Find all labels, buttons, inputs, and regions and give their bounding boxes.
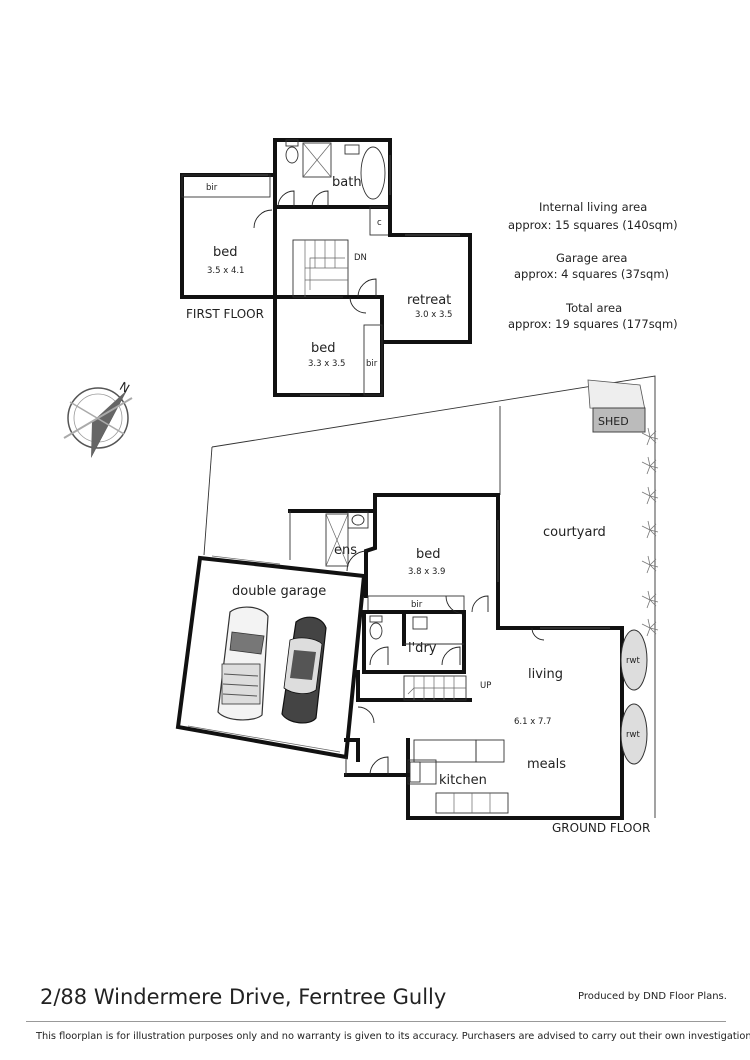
total-area-value: approx: 19 squares (177sqm) bbox=[508, 317, 678, 331]
car-icon-right bbox=[281, 616, 327, 724]
first-floor-plan bbox=[180, 138, 472, 397]
double-garage-label: double garage bbox=[232, 584, 326, 599]
ground-floor-plan bbox=[175, 375, 659, 820]
rwt-label-2: rwt bbox=[626, 730, 640, 740]
stairs-up-label: UP bbox=[480, 681, 491, 691]
total-area-label: Total area bbox=[565, 301, 622, 315]
meals-label: meals bbox=[527, 757, 566, 772]
disclaimer-text: This floorplan is for illustration purpo… bbox=[36, 1031, 750, 1042]
bed2-label: bed bbox=[311, 341, 336, 356]
bir-label-upper: bir bbox=[206, 183, 218, 193]
bir-label-bed2: bir bbox=[366, 359, 378, 369]
internal-area-value: approx: 15 squares (140sqm) bbox=[508, 218, 678, 232]
car-icon-left bbox=[217, 606, 269, 721]
retreat-dims: 3.0 x 3.5 bbox=[415, 310, 452, 320]
kitchen-label: kitchen bbox=[439, 773, 487, 788]
rwt-label-1: rwt bbox=[626, 656, 640, 666]
footer-divider bbox=[26, 1021, 726, 1022]
ground-floor-title: GROUND FLOOR bbox=[552, 821, 650, 835]
ground-bed-label: bed bbox=[416, 547, 441, 562]
bed1-dims: 3.5 x 4.1 bbox=[207, 266, 244, 276]
garage-area-value: approx: 4 squares (37sqm) bbox=[514, 267, 669, 281]
bed2-dims: 3.3 x 3.5 bbox=[308, 359, 345, 369]
internal-area-label: Internal living area bbox=[539, 200, 647, 214]
ground-bed-dims: 3.8 x 3.9 bbox=[408, 567, 445, 577]
produced-by-credit: Produced by DND Floor Plans. bbox=[578, 991, 727, 1002]
living-dims: 6.1 x 7.7 bbox=[514, 717, 551, 727]
bir-cupboard-upper bbox=[181, 174, 271, 198]
stairs-down-label: DN bbox=[354, 253, 367, 263]
courtyard-label: courtyard bbox=[543, 525, 606, 540]
property-address: 2/88 Windermere Drive, Ferntree Gully bbox=[40, 985, 447, 1009]
shed-label: SHED bbox=[598, 415, 629, 428]
cupboard-label: c bbox=[377, 218, 382, 228]
living-label: living bbox=[528, 667, 563, 682]
north-compass-icon: N bbox=[62, 379, 134, 458]
compass-north-letter: N bbox=[117, 379, 132, 396]
retreat-label: retreat bbox=[407, 293, 451, 308]
ground-bir-label: bir bbox=[411, 600, 423, 610]
ens-label: ens bbox=[334, 543, 357, 558]
first-floor-title: FIRST FLOOR bbox=[186, 307, 264, 321]
garage-area-label: Garage area bbox=[556, 251, 627, 265]
bath-label: bath bbox=[332, 175, 362, 190]
laundry-label: l'dry bbox=[408, 641, 437, 656]
bed1-label: bed bbox=[213, 245, 238, 260]
garden-plants bbox=[641, 427, 659, 637]
